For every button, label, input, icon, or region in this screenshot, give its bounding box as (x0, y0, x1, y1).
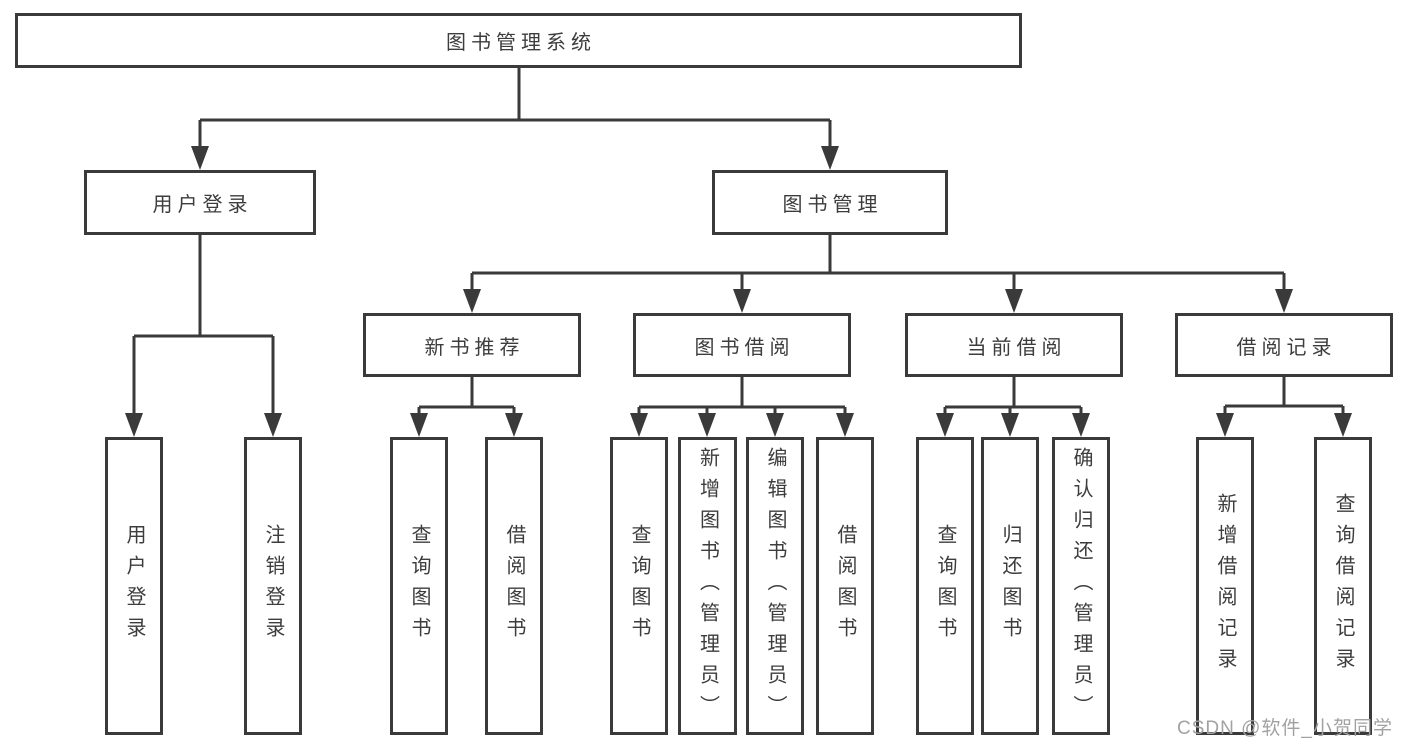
node-label: 图书管理系统 (446, 32, 596, 54)
leaf-query-borrow-record: 查询借阅记录 (1314, 437, 1372, 735)
node-label: 新增借阅记录 (1214, 493, 1236, 679)
node-book-management: 图书管理 (712, 170, 948, 235)
node-label: 新书推荐 (424, 336, 525, 359)
node-book-borrow: 图书借阅 (633, 313, 851, 377)
node-label: 查询图书 (408, 524, 430, 648)
leaf-add-books-admin: 新增图书（管理员） (678, 437, 737, 735)
leaf-query-books-recommend: 查询图书 (390, 437, 448, 735)
node-new-book-recommend: 新书推荐 (363, 313, 581, 377)
node-user-login: 用户登录 (84, 170, 316, 235)
node-label: 新增图书（管理员） (696, 446, 719, 726)
node-label: 当前借阅 (966, 336, 1067, 359)
leaf-query-books-current: 查询图书 (916, 437, 974, 735)
node-label: 借阅记录 (1236, 336, 1337, 359)
node-label: 图书借阅 (694, 336, 795, 359)
node-borrow-records: 借阅记录 (1175, 313, 1393, 377)
node-label: 借阅图书 (834, 524, 856, 648)
node-current-borrow: 当前借阅 (905, 313, 1123, 377)
node-library-management-system: 图书管理系统 (15, 13, 1022, 68)
leaf-return-books: 归还图书 (981, 437, 1039, 735)
node-label: 查询图书 (628, 524, 650, 648)
leaf-borrow-books-recommend: 借阅图书 (485, 437, 543, 735)
node-label: 借阅图书 (503, 524, 525, 648)
node-label: 查询借阅记录 (1332, 493, 1354, 679)
leaf-query-books-borrow: 查询图书 (610, 437, 668, 735)
node-label: 查询图书 (934, 524, 956, 648)
leaf-confirm-return-admin: 确认归还（管理员） (1052, 437, 1110, 735)
node-label: 用户登录 (152, 194, 253, 216)
leaf-add-borrow-record: 新增借阅记录 (1196, 437, 1254, 735)
leaf-user-login: 用户登录 (105, 437, 163, 735)
leaf-borrow-books: 借阅图书 (816, 437, 874, 735)
leaf-logout: 注销登录 (244, 437, 302, 735)
node-label: 用户登录 (123, 524, 145, 648)
node-label: 确认归还（管理员） (1070, 446, 1092, 726)
watermark-text: CSDN @软件_小贺同学 (1177, 718, 1393, 739)
leaf-edit-books-admin: 编辑图书（管理员） (746, 437, 804, 735)
node-label: 归还图书 (999, 524, 1021, 648)
node-label: 注销登录 (262, 524, 284, 648)
node-label: 图书管理 (782, 194, 883, 216)
node-label: 编辑图书（管理员） (764, 446, 786, 726)
